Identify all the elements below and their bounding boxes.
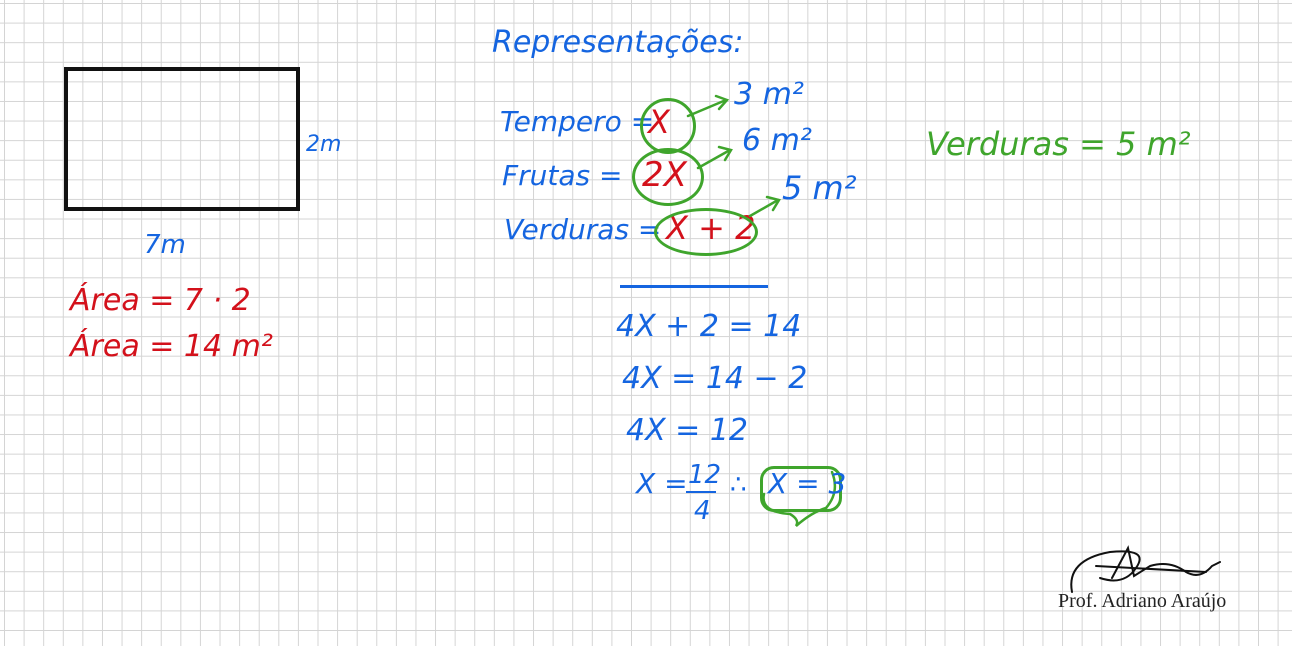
signature-stroke-2 [1111,545,1221,579]
row-result-frutas: 6 m² [742,123,812,158]
solution-step-2: 4X = 14 − 2 [622,361,808,396]
separator-line [620,285,768,288]
area-line-2: Área = 14 m² [70,329,273,364]
answer-box [760,466,842,512]
row-label-frutas: Frutas = [502,159,623,192]
signature-stroke-1 [1070,550,1141,593]
arrow-2-head [717,145,733,162]
rectangle-figure [64,67,300,211]
height-label: 2m [306,132,342,157]
area-line-1: Área = 7 · 2 [70,283,251,318]
solution-step-3: 4X = 12 [626,413,749,448]
width-label: 7m [144,230,186,260]
row-result-verduras: 5 m² [782,169,857,207]
row-label-verduras: Verduras = [504,213,662,246]
signature-stroke-3 [1095,565,1207,573]
row-label-tempero: Tempero = [500,105,655,138]
arrow-2-line [696,148,732,170]
arrow-1-line [686,98,728,118]
solution-answer: X = 3 [768,467,847,500]
solution-step-4-lhs: X = [636,467,688,500]
representations-heading: Representações: [492,25,744,60]
circle-x [640,98,696,154]
fraction-numerator: 12 [688,460,722,490]
circle-2x [632,148,704,206]
row-result-tempero: 3 m² [734,77,804,112]
arrow-3-head [765,195,781,212]
circle-x-plus-2 [654,208,758,256]
arrow-1-head [714,94,730,111]
signature-text: Prof. Adriano Araújo [1058,590,1227,612]
solution-step-1: 4X + 2 = 14 [616,309,802,344]
therefore-symbol: ∴ [730,470,747,500]
fraction-denominator: 4 [694,496,711,526]
verduras-result: Verduras = 5 m² [926,125,1191,163]
fraction-bar [686,491,716,493]
